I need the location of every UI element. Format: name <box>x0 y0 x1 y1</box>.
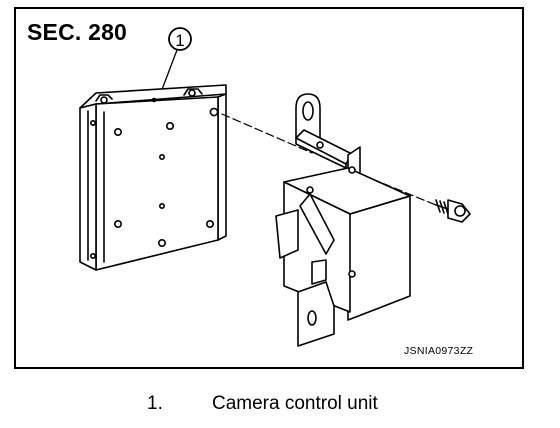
section-label: SEC. 280 <box>27 19 128 45</box>
callout-1: 1 <box>157 27 192 101</box>
bolt <box>435 199 471 223</box>
figure-code: JSNIA0973ZZ <box>404 345 474 357</box>
svg-text:1: 1 <box>175 31 184 50</box>
legend: 1. Camera control unit <box>0 393 560 419</box>
control-unit-box <box>79 84 227 271</box>
mounting-bracket <box>275 93 411 347</box>
legend-item-label: Camera control unit <box>212 393 378 414</box>
legend-item-number: 1. <box>147 393 163 414</box>
